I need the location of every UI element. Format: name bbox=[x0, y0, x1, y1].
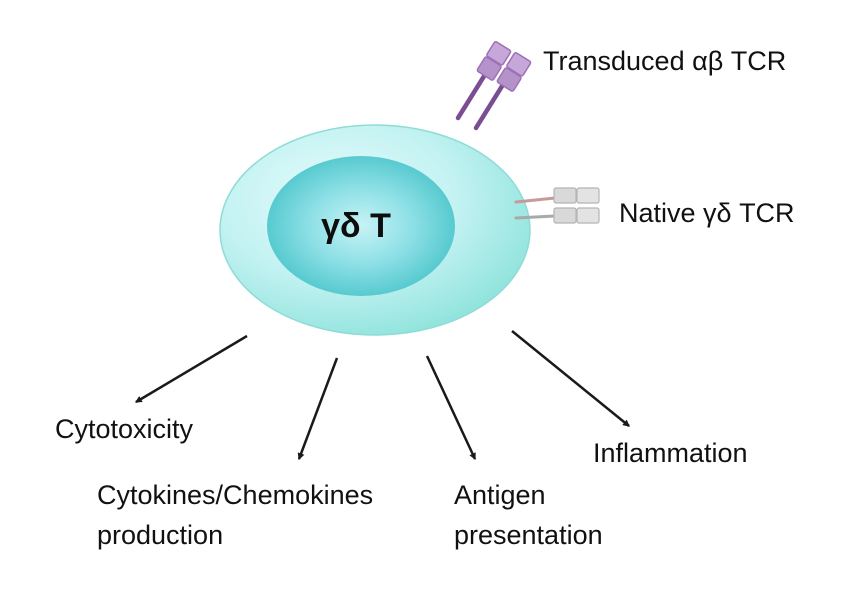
native-tcr-icon bbox=[514, 187, 600, 224]
arrow-to-cytotoxicity bbox=[134, 334, 248, 404]
nucleus-label: γδ T bbox=[321, 207, 391, 245]
arrow-to-inflammation bbox=[511, 330, 630, 427]
cytokines-label-line2: production bbox=[97, 520, 224, 550]
transduced-tcr-label: Transduced αβ TCR bbox=[543, 46, 787, 76]
cell-nucleus bbox=[267, 156, 455, 296]
inflammation-label: Inflammation bbox=[593, 438, 748, 468]
native-tcr-label: Native γδ TCR bbox=[619, 198, 795, 228]
arrow-to-antigen-presentation bbox=[425, 355, 477, 461]
transduced-tcr-icon bbox=[455, 41, 532, 131]
antigen-label-line1: Antigen bbox=[454, 480, 546, 510]
cytotoxicity-label: Cytotoxicity bbox=[55, 414, 194, 444]
antigen-label-line2: presentation bbox=[454, 520, 603, 550]
arrow-to-cytokines bbox=[297, 357, 339, 461]
cytokines-label-line1: Cytokines/Chemokines bbox=[97, 480, 374, 510]
